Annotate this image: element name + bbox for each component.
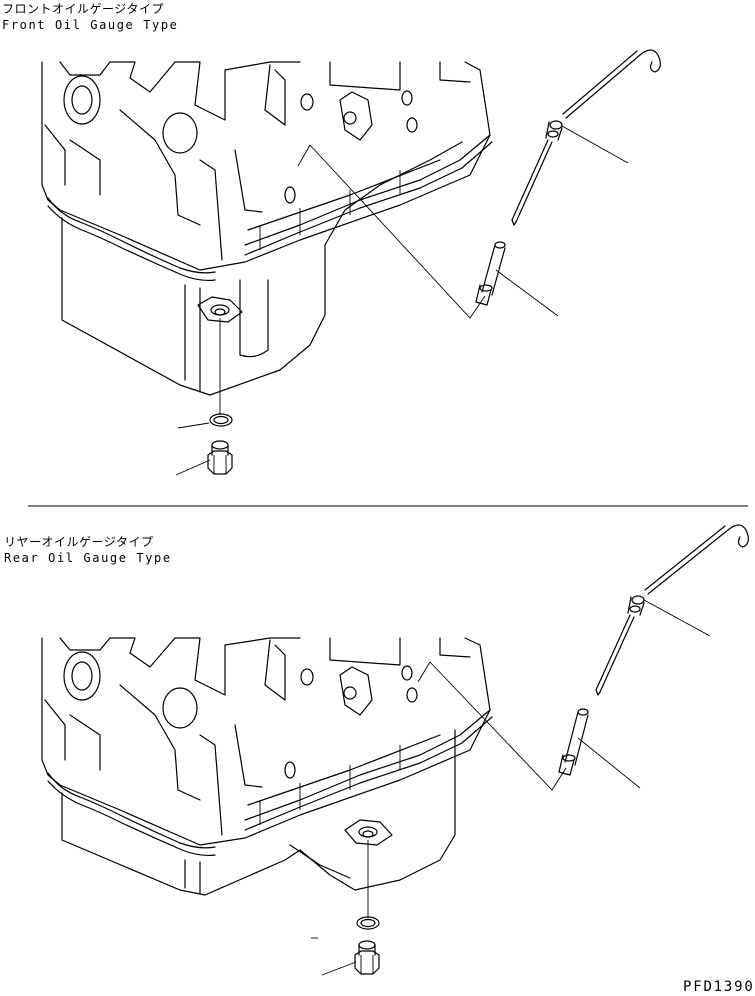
front-title-en: Front Oil Gauge Type <box>2 18 179 32</box>
front-engine-block <box>41 61 493 282</box>
front-title-jp: フロントオイルゲージタイプ <box>2 2 165 16</box>
front-drain-plug <box>175 318 233 476</box>
rear-engine-block <box>41 637 493 857</box>
rear-drain-plug <box>311 840 380 976</box>
front-dipstick <box>297 49 661 319</box>
front-oil-pan <box>61 141 463 396</box>
drawing-code: PFD1390 <box>683 979 755 995</box>
rear-title-en: Rear Oil Gauge Type <box>4 551 172 565</box>
rear-dipstick <box>417 524 749 791</box>
rear-title-jp: リヤーオイルゲージタイプ <box>4 535 154 549</box>
rear-oil-pan <box>61 729 456 896</box>
